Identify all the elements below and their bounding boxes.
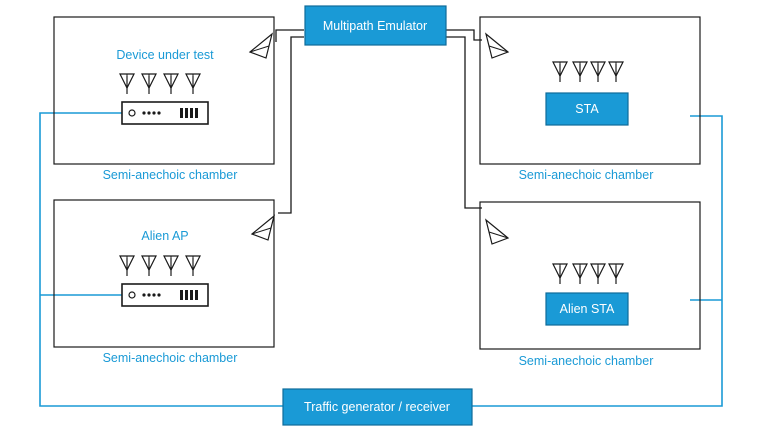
antenna-icon (119, 255, 201, 277)
chamber-alien-sta: Alien STA Semi-anechoic chamber (479, 201, 701, 368)
device-under-test-label: Device under test (116, 48, 214, 62)
side-antenna-icon (249, 33, 273, 59)
chamber-label: Semi-anechoic chamber (103, 351, 238, 365)
sta-label: STA (575, 102, 599, 116)
alien-sta-label: Alien STA (560, 302, 615, 316)
sta-box (545, 92, 629, 126)
antenna-icon (552, 263, 624, 285)
chamber-sta: STA Semi-anechoic chamber (479, 16, 701, 182)
emulator-label: Multipath Emulator (323, 19, 427, 33)
antenna-icon (119, 73, 201, 95)
router-icon (121, 283, 209, 307)
chamber-alien-ap: Alien AP Semi-anechoic chamber (53, 199, 275, 365)
chamber-label: Semi-anechoic chamber (519, 168, 654, 182)
antenna-icon (552, 61, 624, 83)
side-antenna-icon (485, 33, 509, 59)
side-antenna-icon (251, 215, 275, 241)
traffic-generator: Traffic generator / receiver (282, 388, 473, 426)
multipath-emulator: Multipath Emulator (304, 5, 447, 46)
chamber-label: Semi-anechoic chamber (103, 168, 238, 182)
rf-cables (275, 29, 482, 214)
side-antenna-icon (485, 219, 509, 245)
alien-ap-label: Alien AP (141, 229, 188, 243)
chamber-dut: Device under test Semi-anechoic chamber (53, 16, 275, 182)
chamber-label: Semi-anechoic chamber (519, 354, 654, 368)
alien-sta-box (545, 292, 629, 326)
router-icon (121, 101, 209, 125)
traffic-label: Traffic generator / receiver (304, 400, 450, 414)
